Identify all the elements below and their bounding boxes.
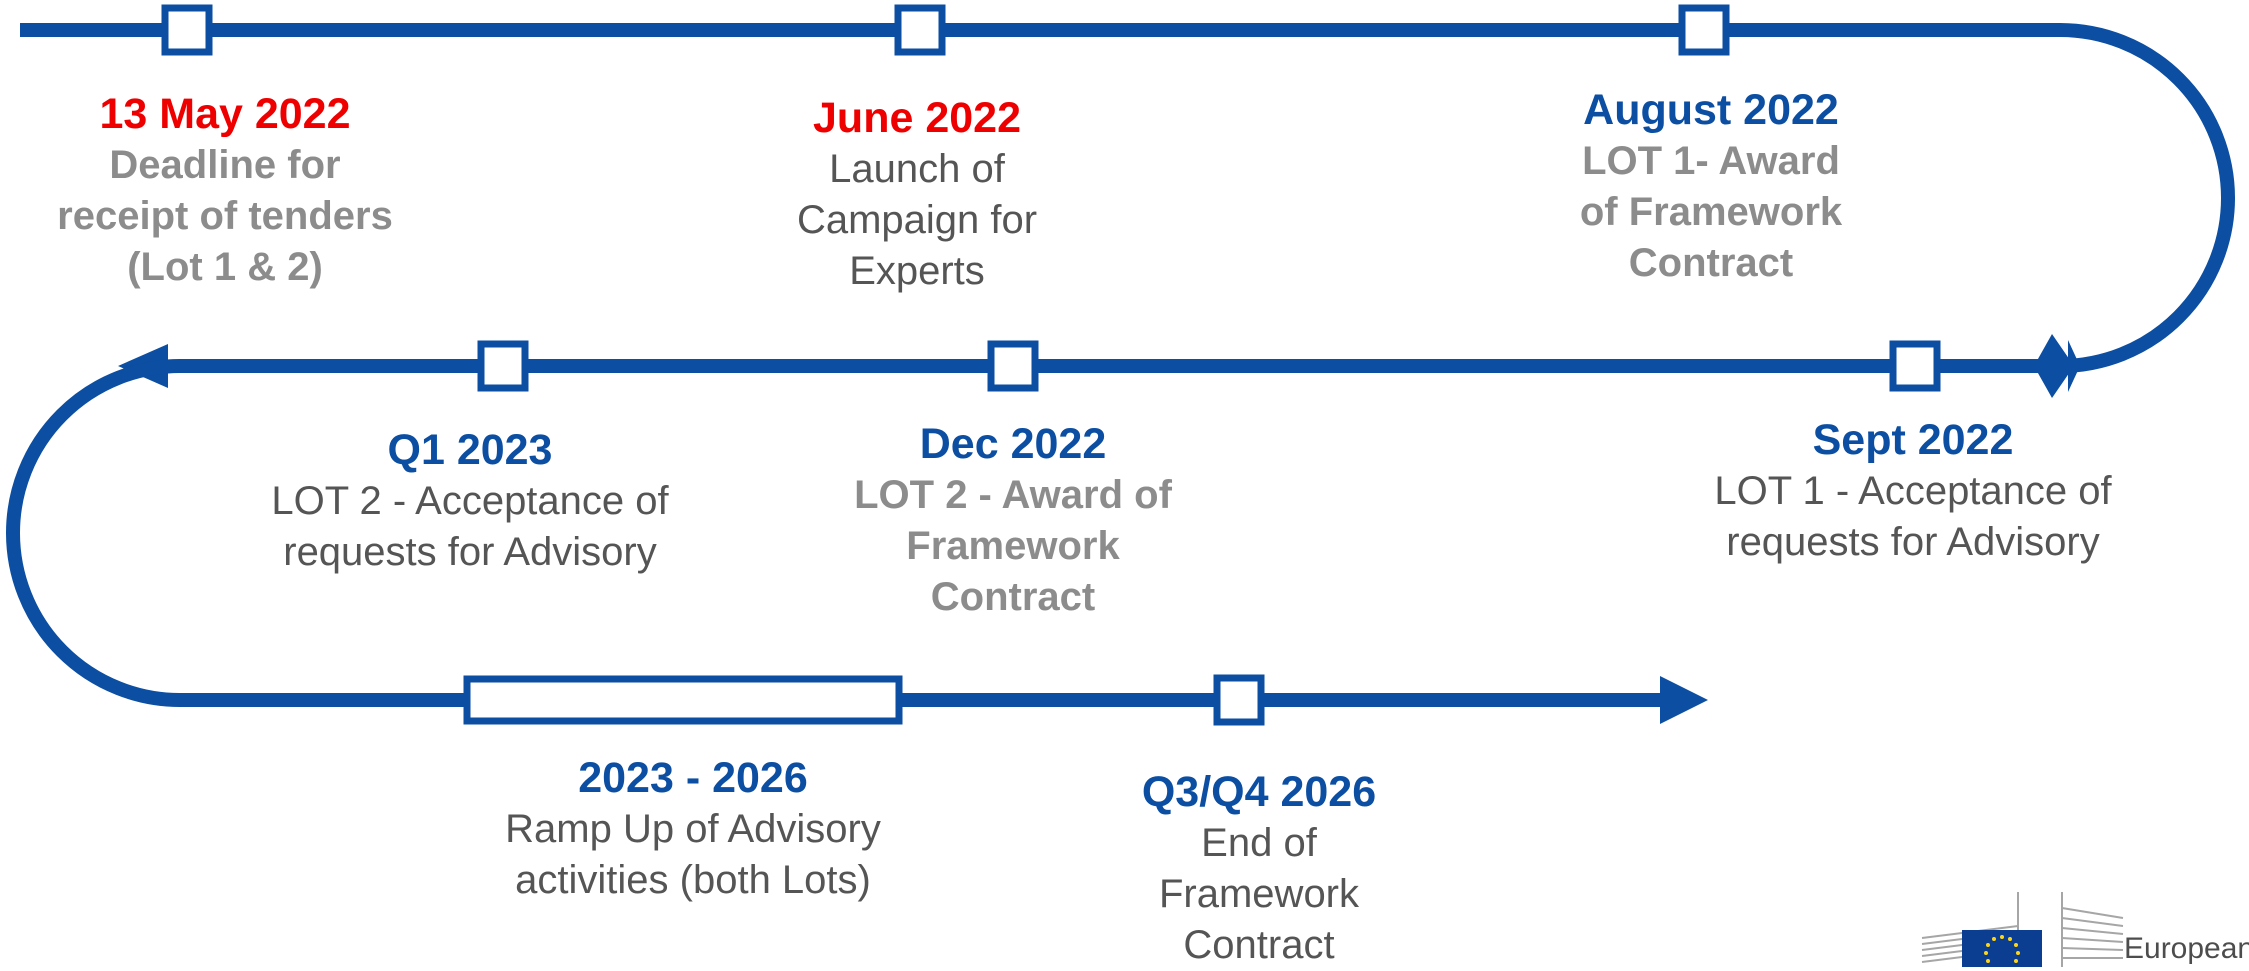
milestone-desc-line: Contract: [930, 575, 1096, 619]
milestone-date: Q3/Q4 2026: [1141, 768, 1377, 816]
milestone-m1: 13 May 2022 Deadline for receipt of tend…: [57, 88, 393, 293]
european-commission-logo: [1921, 892, 2124, 967]
milestone-marker-m7-span: [463, 675, 903, 725]
milestone-marker-m6: [477, 340, 529, 392]
logo-wordmark: European: [2124, 932, 2249, 965]
milestone-desc-line: LOT 1 - Acceptance of: [1714, 469, 2112, 513]
milestone-date: Sept 2022: [1812, 416, 2014, 464]
milestone-date: Q1 2023: [387, 426, 553, 474]
milestone-desc-line: Deadline for: [109, 143, 341, 187]
milestone-date: June 2022: [813, 94, 1021, 142]
milestone-m4: Sept 2022 LOT 1 - Acceptance of requests…: [1714, 414, 2111, 568]
milestone-desc-line: LOT 1- Award: [1582, 139, 1840, 183]
milestone-desc-line: Framework: [906, 524, 1120, 568]
milestone-desc-line: of Framework: [1579, 190, 1843, 234]
milestone-date: 13 May 2022: [99, 90, 351, 138]
milestone-desc-line: Experts: [849, 249, 985, 293]
milestone-m7: 2023 - 2026 Ramp Up of Advisory activiti…: [505, 752, 881, 906]
milestone-desc-line: Launch of: [829, 147, 1005, 191]
milestone-desc-line: Ramp Up of Advisory: [505, 807, 881, 851]
milestone-desc-line: Contract: [1628, 241, 1794, 285]
milestone-desc-line: Campaign for: [796, 198, 1038, 242]
milestone-marker-m5: [987, 340, 1039, 392]
milestone-date: Dec 2022: [919, 420, 1107, 468]
milestone-desc-line: LOT 2 - Award of: [854, 473, 1172, 517]
milestone-marker-m1: [161, 4, 213, 56]
milestone-m6: Q1 2023 LOT 2 - Acceptance of requests f…: [271, 424, 668, 578]
milestone-desc-line: Contract: [1183, 923, 1335, 967]
timeline-curve-left: [6, 359, 181, 707]
timeline-curve-right: [2059, 23, 2235, 373]
milestone-date: 2023 - 2026: [578, 754, 808, 802]
milestone-desc-line: requests for Advisory: [283, 530, 657, 574]
milestone-marker-m8: [1213, 674, 1265, 726]
milestone-m2: June 2022 Launch of Campaign for Experts: [797, 92, 1037, 297]
arrowhead-end: [1660, 676, 1708, 724]
milestone-desc-line: Framework: [1158, 872, 1360, 916]
milestone-desc-line: End of: [1201, 821, 1317, 865]
milestone-m5: Dec 2022 LOT 2 - Award of Framework Cont…: [854, 418, 1172, 623]
milestone-marker-m3: [1678, 4, 1730, 56]
milestone-desc-line: (Lot 1 & 2): [127, 245, 323, 289]
milestone-date: August 2022: [1583, 86, 1839, 134]
milestone-desc-line: activities (both Lots): [515, 858, 871, 902]
milestone-m8: Q3/Q4 2026 End of Framework Contract: [1142, 766, 1376, 971]
milestone-m3: August 2022 LOT 1- Award of Framework Co…: [1580, 84, 1842, 289]
milestone-marker-m4: [1889, 340, 1941, 392]
logo-building-lines-right: [2061, 892, 2124, 967]
milestone-marker-m2: [894, 4, 946, 56]
milestone-desc-line: LOT 2 - Acceptance of: [271, 479, 669, 523]
eu-stars: [1984, 935, 2020, 963]
milestone-desc-line: receipt of tenders: [57, 194, 393, 238]
milestone-desc-line: requests for Advisory: [1726, 520, 2100, 564]
